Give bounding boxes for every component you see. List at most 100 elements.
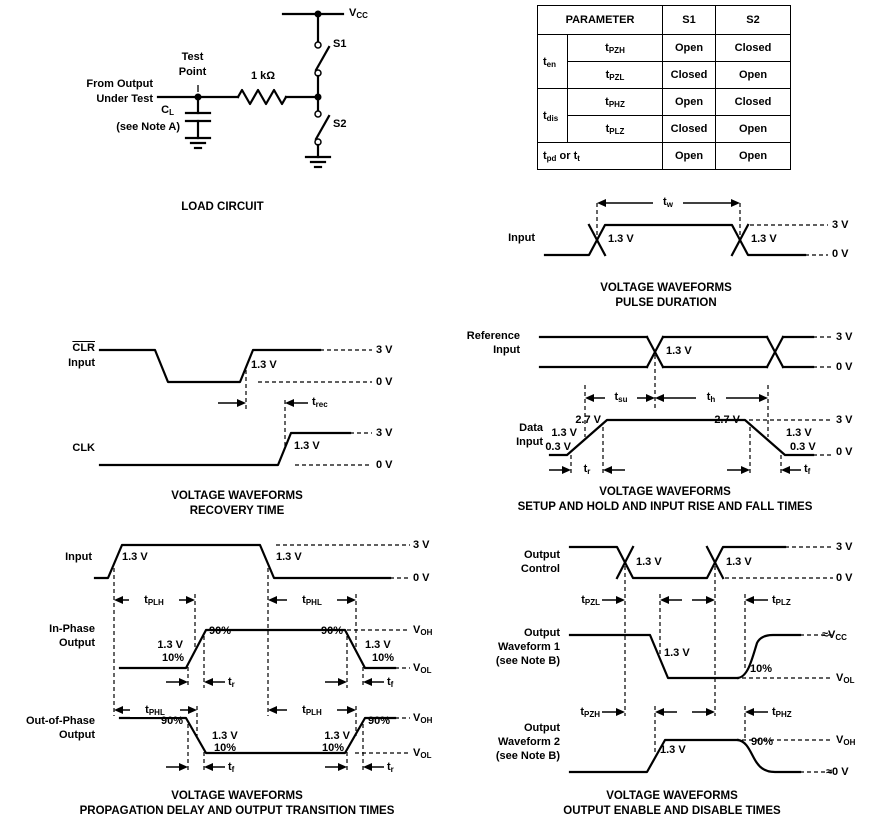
- v13-label: 1.3 V: [666, 345, 692, 357]
- level-3v-label: 3 V: [413, 539, 430, 551]
- propagation-delay-diagram: Input 1.3 V 1.3 V 3 V 0 V tPLH tPHL In-P…: [20, 530, 445, 830]
- level-3v-label: 3 V: [832, 219, 849, 231]
- switch-parameter-table: PARAMETER S1 S2 ten tPZH Open Closed tPZ…: [536, 5, 792, 170]
- level-reference-lines: [750, 224, 828, 256]
- v13-label: 1.3 V: [786, 427, 812, 439]
- propagation-delay-caption: VOLTAGE WAVEFORMS PROPAGATION DELAY AND …: [79, 790, 395, 817]
- tr-dimension: [166, 636, 225, 688]
- tr-label: tr: [228, 676, 235, 689]
- level-0v-label: 0 V: [376, 459, 393, 471]
- v13-label: 1.3 V: [726, 556, 752, 568]
- ground-icon: [184, 136, 212, 150]
- s1-label: S1: [333, 38, 347, 50]
- enable-disable-diagram: Output Control 1.3 V 1.3 V 3 V 0 V tPZL …: [455, 530, 872, 830]
- v13-label: 1.3 V: [251, 359, 277, 371]
- v13-label: 1.3 V: [122, 551, 148, 563]
- level-0v-label: 0 V: [836, 572, 853, 584]
- load-circuit-diagram: VCC S1 S2 Test Point 1 kΩ From Output Un…: [0, 0, 460, 220]
- s2-label: S2: [333, 118, 347, 130]
- out-of-phase-output-label: Out-of-Phase Output: [25, 715, 95, 741]
- tpzh-label: tPZH: [580, 706, 600, 719]
- level-0v-label: 0 V: [836, 446, 853, 458]
- v13-label: 1.3 V: [365, 639, 391, 651]
- output-control-label: Output Control: [520, 549, 560, 575]
- param-cell: tPZL: [566, 61, 664, 89]
- v13-label: 1.3 V: [212, 730, 238, 742]
- tsu-th-dimensions: [584, 355, 769, 437]
- v13-label: 1.3 V: [324, 730, 350, 742]
- col-header-parameter: PARAMETER: [536, 5, 664, 35]
- resistor-icon: [236, 88, 288, 106]
- clk-trace: [98, 431, 372, 467]
- in-phase-trace: [118, 628, 410, 670]
- pulse-duration-waveform: [543, 199, 828, 257]
- th-label: th: [696, 391, 726, 404]
- p90-label: 90%: [160, 715, 183, 727]
- s1-cell: Open: [662, 88, 717, 116]
- parameter-table: PARAMETER S1 S2 ten tPZH Open Closed tPZ…: [536, 5, 792, 170]
- reference-input-label: Reference Input: [466, 330, 520, 356]
- resistor-label: 1 kΩ: [250, 70, 276, 82]
- col-header-s1: S1: [662, 5, 717, 35]
- p10-label: 10%: [750, 663, 773, 675]
- recovery-time-waveform: [98, 348, 372, 467]
- level-3v-label: 3 V: [836, 414, 853, 426]
- cl-note-label: (see Note A): [116, 121, 180, 133]
- vcc-rail: [281, 10, 345, 43]
- v27-label: 2.7 V: [714, 414, 740, 426]
- tphl-label: tPHL: [130, 704, 180, 717]
- s2-cell: Open: [715, 115, 792, 143]
- tf-label: tf: [387, 676, 394, 689]
- s2-switch-icon: [314, 95, 331, 159]
- data-input-label: Data Input: [516, 422, 543, 448]
- v13-label: 1.3 V: [294, 440, 320, 452]
- tf-label: tf: [228, 761, 235, 774]
- output-waveform1-trace: [568, 633, 833, 680]
- load-circuit-caption: LOAD CIRCUIT: [181, 201, 264, 213]
- setup-hold-waveform: [538, 335, 833, 475]
- voh-label: VOH: [836, 734, 856, 747]
- voh-label: VOH: [413, 624, 433, 637]
- level-3v-label: 3 V: [836, 541, 853, 553]
- level-3v-label: 3 V: [376, 427, 393, 439]
- tphz-label: tPHZ: [772, 706, 792, 719]
- reference-input-trace: [538, 335, 833, 369]
- v13-label: 1.3 V: [660, 744, 686, 756]
- v13-label: 1.3 V: [636, 556, 662, 568]
- trec-label: trec: [312, 396, 328, 409]
- s2-cell: Open: [715, 142, 792, 170]
- s1-cell: Open: [662, 142, 717, 170]
- recovery-time-diagram: CLR Input 1.3 V 3 V 0 V trec CLK 1.3 V 3…: [20, 330, 445, 525]
- dimension-verticals: [113, 568, 357, 736]
- from-output-label: From Output Under Test: [86, 78, 153, 105]
- p90-label: 90%: [368, 715, 391, 727]
- setup-hold-caption: VOLTAGE WAVEFORMS SETUP AND HOLD AND INP…: [517, 486, 813, 513]
- s1-switch-icon: [314, 41, 331, 99]
- s1-cell: Closed: [662, 61, 717, 89]
- vcc-label: VCC: [349, 7, 368, 20]
- s2-cell: Open: [715, 61, 792, 89]
- tr-label: tr: [583, 463, 591, 476]
- test-point-label: Test Point: [178, 51, 207, 78]
- level-0v-label: 0 V: [376, 376, 393, 388]
- tplh-label: tPLH: [287, 704, 337, 717]
- tsu-label: tsu: [605, 391, 637, 404]
- s1-cell: Open: [662, 34, 717, 62]
- input-trace: [543, 223, 807, 257]
- clr-trace: [98, 348, 372, 384]
- vol-label: VOL: [413, 747, 432, 760]
- out-of-phase-trace: [118, 716, 410, 755]
- input-label: Input: [508, 232, 535, 244]
- tf-dimension: [325, 636, 384, 688]
- voh-label: VOH: [413, 712, 433, 725]
- v13-label: 1.3 V: [608, 233, 634, 245]
- vol-label: VOL: [413, 662, 432, 675]
- table-row: tPZL Closed Open: [538, 61, 792, 89]
- input-label: Input: [65, 551, 92, 563]
- clk-label: CLK: [72, 442, 95, 454]
- tphl-label: tPHL: [287, 594, 337, 607]
- param-cell: tPLZ: [566, 115, 664, 143]
- level-0v-label: 0 V: [832, 248, 849, 260]
- param-cell: tPHZ: [566, 88, 664, 116]
